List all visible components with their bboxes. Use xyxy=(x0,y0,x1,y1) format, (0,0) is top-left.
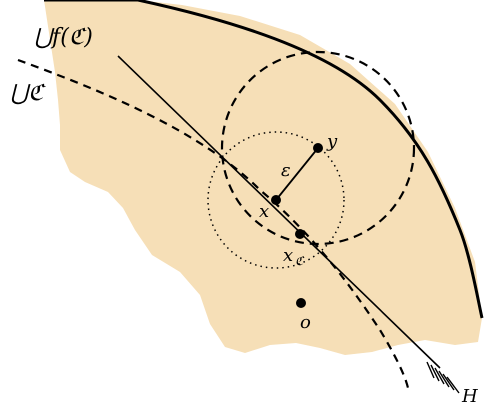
epsilon-segment xyxy=(275,147,319,201)
hyperplane-hatch xyxy=(426,361,460,394)
label-y: y xyxy=(326,131,338,152)
dashed-circle xyxy=(220,50,416,246)
label-union-f: ⋃f(ℭ) xyxy=(34,25,93,50)
label-o: o xyxy=(300,312,311,333)
label-H: H xyxy=(461,386,478,407)
label-x: x xyxy=(259,201,269,222)
dotted-circle xyxy=(207,131,345,269)
label-x-c: x xyxy=(283,245,293,266)
label-union-c: ⋃ℭ xyxy=(10,81,46,106)
point-o xyxy=(296,298,306,308)
boundary-curve-f xyxy=(44,0,484,319)
label-x-c-subscript: ℭ xyxy=(295,254,305,268)
boundary-curve-c xyxy=(17,58,410,389)
hyperplane-line xyxy=(117,55,441,369)
point-x xyxy=(271,195,281,205)
shaded-region xyxy=(44,0,482,355)
point-x-c xyxy=(295,229,305,239)
label-epsilon: ε xyxy=(281,160,291,181)
point-y xyxy=(313,143,323,153)
